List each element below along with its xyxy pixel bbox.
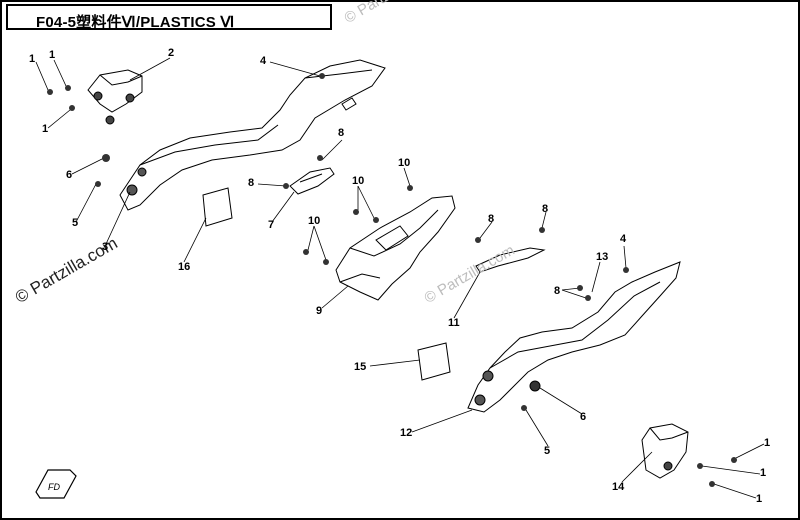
callout-label: 11 — [448, 317, 460, 329]
callout-label: 1 — [760, 467, 767, 479]
callout-label: 1 — [756, 493, 763, 505]
callout-label: 10 — [308, 215, 321, 227]
callout-label: 1 — [29, 53, 36, 65]
part-9-center-tray — [335, 195, 456, 301]
callout-label: 5 — [544, 445, 551, 457]
callout-label: 5 — [72, 217, 79, 229]
callout-label: 10 — [352, 175, 365, 187]
callout-label: 6 — [580, 411, 587, 423]
part-2-bracket — [87, 69, 143, 125]
callout-label: 7 — [268, 219, 275, 231]
callout-label: 1 — [764, 437, 771, 449]
callout-label: 1 — [42, 123, 49, 135]
callout-label: 4 — [620, 233, 627, 245]
part-14-bracket — [641, 423, 689, 479]
callout-label: 8 — [542, 203, 549, 215]
callout-label: 12 — [400, 427, 413, 439]
leader-lines — [35, 57, 765, 499]
callout-label: 13 — [596, 251, 609, 263]
svg-text:FD: FD — [48, 482, 60, 492]
callout-label: 10 — [398, 157, 411, 169]
callout-label: 8 — [248, 177, 255, 189]
callout-label: 2 — [168, 47, 175, 59]
callout-label: 6 — [66, 169, 73, 181]
callout-label: 8 — [338, 127, 345, 139]
callout-label: 3 — [102, 241, 109, 253]
diagram-title-box: F04-5塑料件Ⅵ/PLASTICS Ⅵ — [6, 4, 332, 31]
part-15-sticker — [417, 342, 451, 381]
callout-label: 8 — [488, 213, 495, 225]
callout-label: 9 — [316, 305, 323, 317]
part-11-strip — [475, 247, 546, 273]
callout-label: 8 — [554, 285, 561, 297]
fasteners — [47, 73, 737, 487]
part-12-right-side-cover — [467, 261, 681, 413]
fwd-arrow-icon: FD — [35, 469, 77, 499]
callout-label: 1 — [49, 49, 56, 61]
diagram-title: F04-5塑料件Ⅵ/PLASTICS Ⅵ — [36, 14, 235, 31]
callout-label: 14 — [612, 481, 625, 493]
callout-label: 4 — [260, 55, 267, 67]
callout-label: 16 — [178, 261, 191, 273]
callout-label: 15 — [354, 361, 367, 373]
part-7-bracket — [289, 167, 335, 195]
part-16-sticker — [202, 187, 233, 227]
